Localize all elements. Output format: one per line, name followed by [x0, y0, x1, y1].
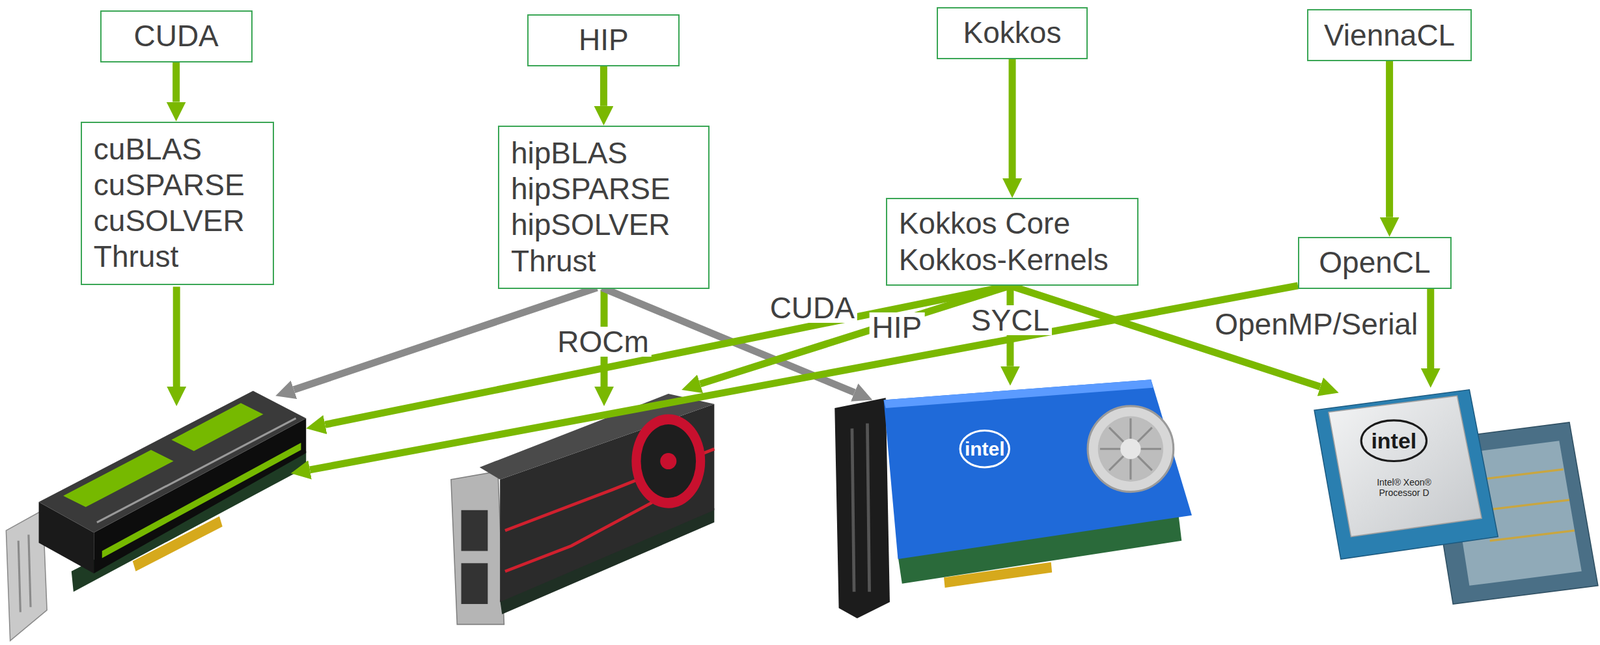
backend-arrow — [293, 287, 597, 390]
library-box: hipBLAShipSPARSEhipSOLVERThrust — [497, 125, 710, 290]
fan-ring — [1087, 406, 1174, 493]
arrow-connector — [172, 62, 180, 103]
node-text: ViennaCL — [1324, 17, 1455, 54]
logo-ring — [1361, 420, 1427, 462]
gold-fingers — [943, 562, 1052, 588]
library-box: OpenCL — [1297, 236, 1452, 290]
fan-blade — [1109, 427, 1153, 471]
node-text: hipSOLVER — [510, 206, 671, 243]
red-stripe — [505, 501, 653, 572]
node-text: CUDA — [133, 18, 219, 55]
backend-label: CUDA — [767, 292, 858, 323]
library-box: Kokkos CoreKokkos-Kernels — [885, 197, 1139, 286]
backend-label: SYCL — [968, 305, 1052, 336]
bracket-vent — [18, 540, 21, 613]
arrow-connector — [1008, 59, 1017, 179]
card-bracket — [834, 397, 890, 619]
fan-hub — [660, 453, 677, 470]
chip-trace — [1484, 499, 1570, 511]
node-text: Thrust — [510, 243, 596, 280]
node-text: Kokkos Core — [898, 205, 1071, 242]
bracket-vent — [867, 423, 869, 593]
node-text: cuSPARSE — [93, 167, 245, 204]
chip-substrate — [1314, 389, 1498, 560]
green-accent — [63, 449, 174, 508]
backend-label: ROCm — [554, 326, 652, 357]
node-text: cuSOLVER — [93, 203, 245, 239]
backend-label: OpenMP/Serial — [1212, 309, 1421, 340]
api-box: ViennaCL — [1307, 9, 1472, 62]
card-bracket — [451, 471, 505, 625]
intel-gpu-card — [834, 379, 1192, 619]
chip-trace — [1479, 469, 1564, 480]
bracket-vent — [852, 428, 855, 592]
node-text: cuBLAS — [93, 131, 202, 168]
backend-arrow — [173, 286, 181, 387]
logo-text: intel — [964, 439, 1006, 459]
api-box: Kokkos — [936, 7, 1088, 60]
node-text: hipSPARSE — [510, 171, 671, 207]
node-text: HIP — [578, 22, 629, 58]
logo-ring — [960, 430, 1009, 468]
api-box: CUDA — [100, 10, 253, 63]
intel-cpu — [1314, 389, 1599, 605]
dvi-port — [461, 563, 489, 605]
green-accent — [102, 442, 302, 558]
node-text: Kokkos — [963, 14, 1062, 51]
fan — [640, 424, 696, 498]
card-body — [883, 379, 1192, 560]
green-accent — [171, 402, 263, 452]
chip-marking: Intel® Xeon® Processor D — [1365, 477, 1444, 498]
arrow-connector — [600, 66, 608, 107]
node-text: OpenCL — [1318, 244, 1431, 281]
backend-label: HIP — [869, 312, 925, 343]
backend-arrow — [1426, 286, 1435, 368]
amd-gpu-card — [451, 393, 715, 625]
api-box: HIP — [527, 14, 680, 67]
fan-hub — [1120, 438, 1141, 459]
backend-arrow — [309, 285, 1298, 470]
nvidia-gpu-card — [5, 390, 306, 641]
card-edge — [883, 379, 1154, 409]
fan — [1098, 416, 1164, 482]
card-top — [39, 390, 307, 533]
arrow-connector — [1385, 61, 1394, 218]
dvi-port — [461, 510, 489, 552]
fan-blade — [1109, 427, 1153, 471]
heat-spreader — [1328, 395, 1482, 537]
node-text: Thrust — [93, 238, 179, 275]
chip-trace — [1489, 530, 1575, 541]
bracket-vent — [28, 534, 31, 607]
node-text: hipBLAS — [510, 135, 628, 172]
library-box: cuBLAScuSPARSEcuSOLVERThrust — [80, 121, 275, 286]
node-text: Kokkos-Kernels — [898, 242, 1109, 278]
platform-arrows — [176, 285, 1431, 470]
logo-text: intel — [1370, 429, 1417, 452]
fan-ring — [631, 413, 705, 508]
